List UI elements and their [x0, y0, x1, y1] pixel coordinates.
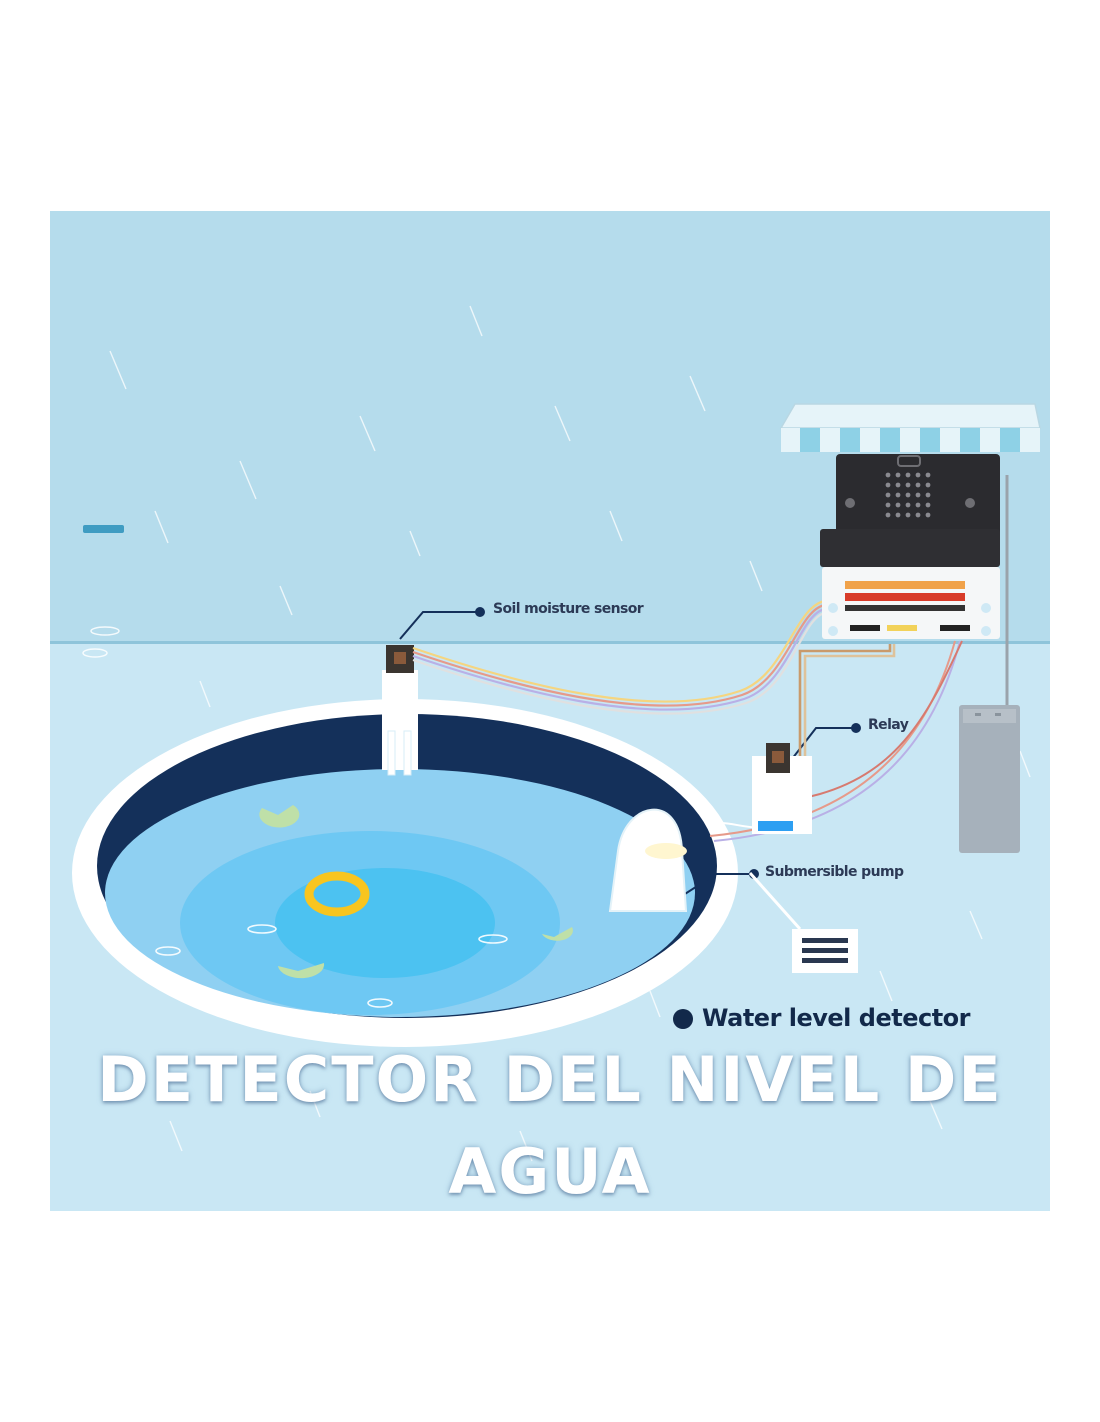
title-line-1: DETECTOR DEL NIVEL DE: [50, 1034, 1050, 1126]
submersible-pump-label: Submersible pump: [765, 864, 903, 880]
water-level-detector-label: Water level detector: [702, 1004, 970, 1032]
battery-icon: [959, 705, 1020, 853]
wall-marker: [83, 525, 124, 533]
page-title: DETECTOR DEL NIVEL DE AGUA: [50, 1034, 1050, 1211]
soil-moisture-sensor-label: Soil moisture sensor: [493, 601, 643, 617]
relay-module-icon: [752, 743, 812, 834]
illustration-panel: Soil moisture sensor Relay Submersible p…: [50, 211, 1050, 1211]
horizon-line: [50, 641, 1050, 644]
title-line-2: AGUA: [50, 1126, 1050, 1211]
soil-moisture-sensor-icon: [382, 645, 418, 775]
relay-label: Relay: [868, 717, 908, 733]
microbit-board-icon: [820, 454, 1000, 639]
awning-icon: [781, 404, 1040, 452]
legend-dot: [673, 1009, 693, 1029]
